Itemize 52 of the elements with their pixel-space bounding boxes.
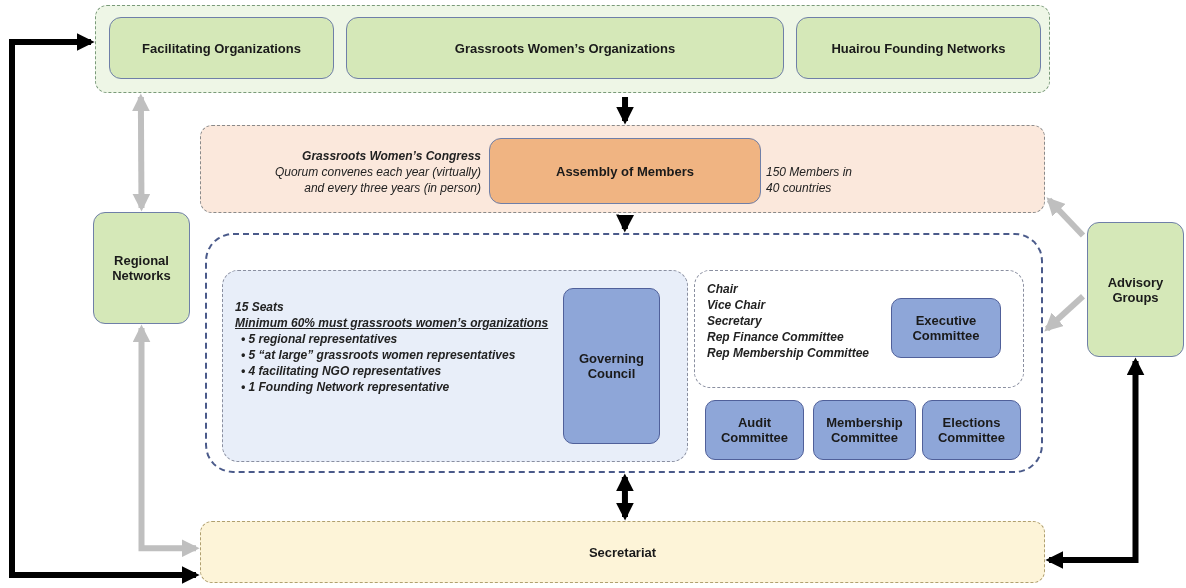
- process-box: [1087, 222, 1184, 357]
- node-label: Regional Networks: [111, 253, 172, 283]
- process-box: [922, 400, 1021, 460]
- process-box: [93, 212, 190, 324]
- process-box: [109, 17, 334, 79]
- note-text: 15 Seats: [235, 299, 285, 315]
- note-text: Secretary: [707, 313, 763, 329]
- process-box: [705, 400, 804, 460]
- note-text: 150 Members in 40 countries: [766, 164, 854, 196]
- heading: Grassroots Women’s Congress: [301, 148, 481, 164]
- group-panel: [205, 233, 1043, 473]
- group-panel: [95, 5, 1050, 93]
- process-box: [346, 17, 784, 79]
- node-label: Governing Council: [578, 351, 645, 381]
- node-label: Facilitating Organizations: [142, 40, 301, 56]
- process-box: [563, 288, 660, 444]
- arrow: [132, 324, 200, 558]
- arrow: [1045, 357, 1145, 570]
- process-box: [796, 17, 1041, 79]
- group-band: [200, 125, 1045, 213]
- node-label: Audit Committee: [719, 415, 790, 445]
- note-text: Vice Chair: [707, 297, 767, 313]
- note-text: Minimum 60% must grassroots women’s organizations: [235, 315, 550, 331]
- group-panel: [222, 270, 688, 462]
- arrow: [9, 32, 200, 584]
- arrow: [1044, 294, 1085, 332]
- node-label: Membership Committee: [825, 415, 904, 445]
- node-label: Secretariat: [588, 544, 657, 560]
- node-label: Assembly of Members: [556, 163, 694, 179]
- note-text: Chair: [707, 281, 739, 297]
- note-text: Quorum convenes each year (virtually) and every three years (in person): [273, 164, 481, 196]
- process-box: [200, 521, 1045, 583]
- arrow: [616, 214, 635, 233]
- process-box: [489, 138, 761, 204]
- process-box: [813, 400, 916, 460]
- arrow: [616, 97, 635, 125]
- process-box: [891, 298, 1001, 358]
- arrow: [615, 473, 634, 521]
- arrow: [131, 93, 151, 212]
- node-label: Advisory Groups: [1106, 274, 1165, 305]
- node-label: Elections Committee: [936, 415, 1007, 445]
- note-text: Rep Finance Committee: [707, 329, 845, 345]
- list-item: • 5 “at large” grassroots women representatives: [241, 347, 517, 363]
- arrow: [1046, 197, 1086, 238]
- list-item: • 5 regional representatives: [241, 331, 399, 347]
- list-item: • 1 Founding Network representative: [241, 379, 451, 395]
- list-item: • 4 facilitating NGO representatives: [241, 363, 443, 379]
- node-label: Executive Committee: [911, 313, 981, 343]
- note-text: Rep Membership Committee: [707, 345, 871, 361]
- node-label: Huairou Founding Networks: [831, 40, 1006, 56]
- group-panel: [694, 270, 1024, 388]
- node-label: Grassroots Women’s Organizations: [454, 40, 676, 56]
